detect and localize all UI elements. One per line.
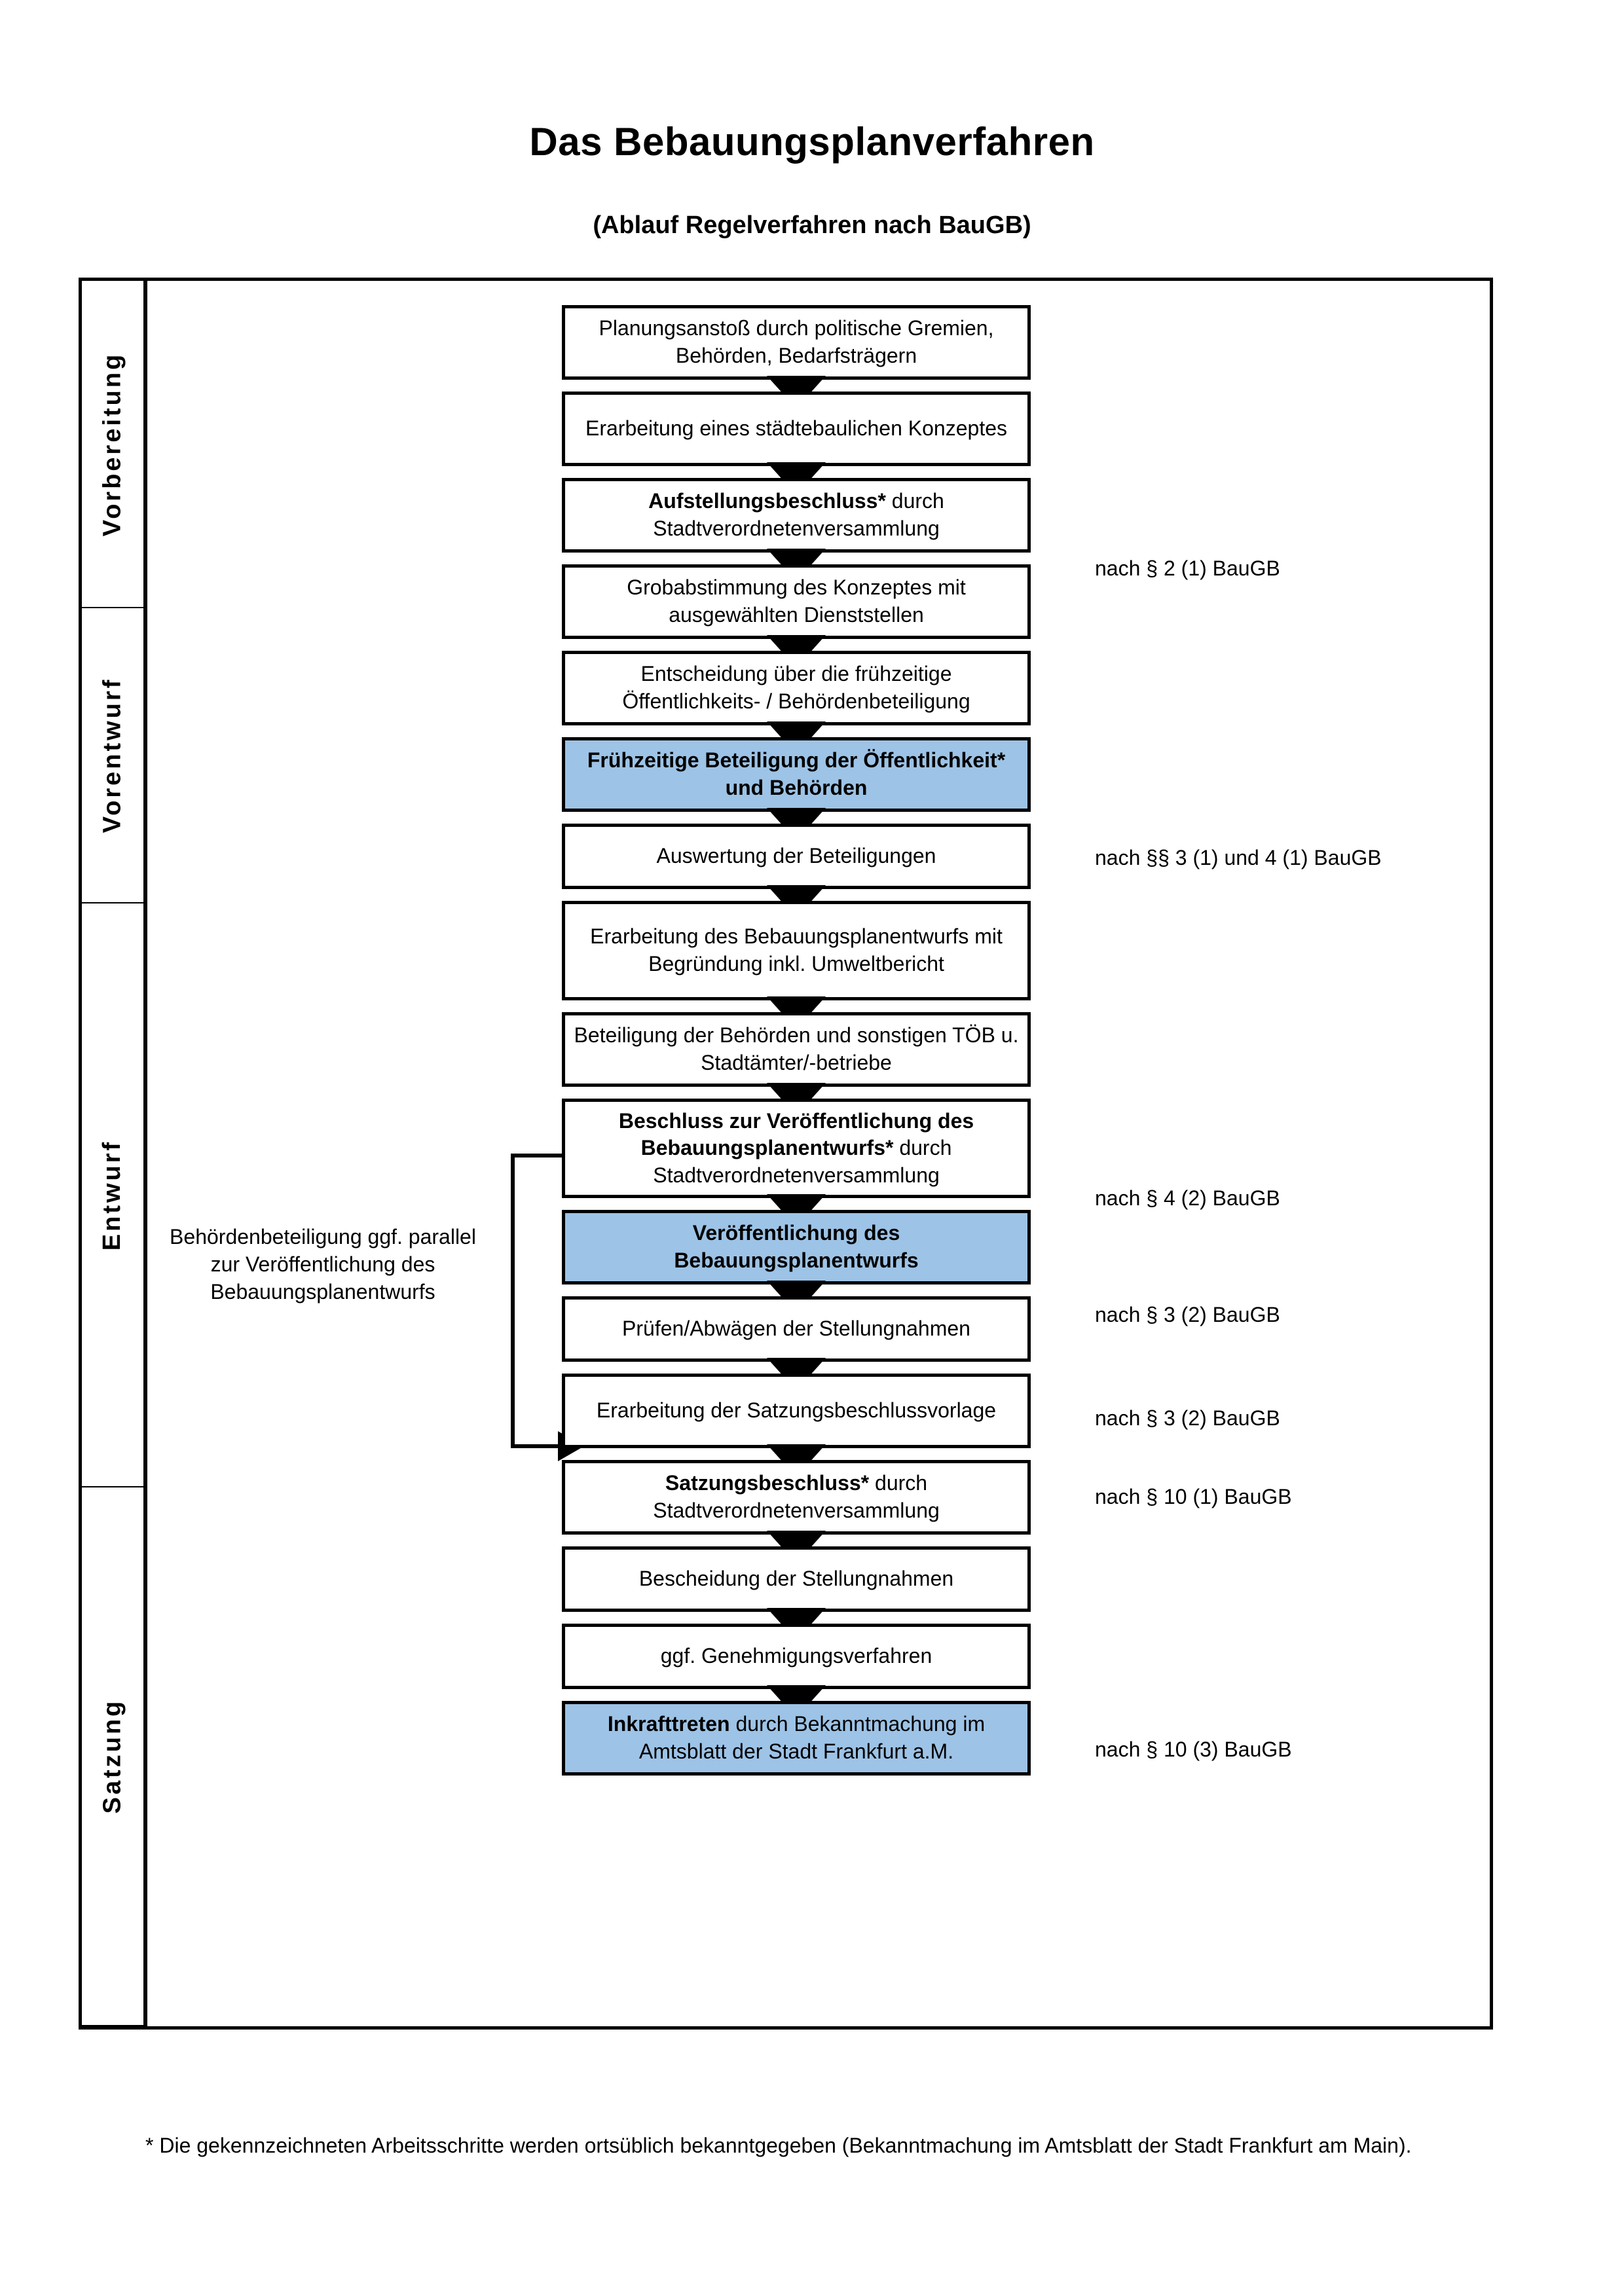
step-box-fruehzeitige-beteiligung[interactable]: Frühzeitige Beteiligung der Öffentlichke… [562, 737, 1031, 812]
step-text-bold: Frühzeitige Beteiligung der Öffentlichke… [587, 748, 1006, 799]
side-note-behoerdenbeteiligung: Behördenbeteiligung ggf. parallel zur Ve… [170, 1225, 476, 1304]
step-text-rest: durch Stadtverordnetenversammlung [653, 489, 944, 540]
phase-label-text: Satzung [98, 1698, 126, 1814]
feedback-connector-line [511, 1154, 567, 1448]
step-box-genehmigungsverfahren[interactable]: ggf. Genehmigungsverfahren [562, 1624, 1031, 1689]
step-text: Beteiligung der Behörden und sonstigen T… [574, 1023, 1019, 1074]
step-text: Erarbeitung des Bebauungsplanentwurfs mi… [590, 924, 1003, 975]
step-text-bold: Veröffentlichung des Bebauungsplanentwur… [674, 1221, 919, 1272]
step-box-aufstellungsbeschluss[interactable]: Aufstellungsbeschluss* durch Stadtverord… [562, 478, 1031, 553]
step-box-staedtebauliches-konzept[interactable]: Erarbeitung eines städtebaulichen Konzep… [562, 392, 1031, 466]
step-text: Entscheidung über die frühzeitige Öffent… [622, 662, 970, 713]
phase-label-text: Entwurf [98, 1139, 126, 1250]
step-text-bold: Satzungsbeschluss* [665, 1471, 870, 1495]
page-subtitle: (Ablauf Regelverfahren nach BauGB) [593, 211, 1031, 239]
step-box-bescheidung-stellungnahmen[interactable]: Bescheidung der Stellungnahmen [562, 1546, 1031, 1612]
phase-label-entwurf: Entwurf [82, 903, 143, 1487]
step-box-erarbeitung-bebauungsplanentwurf[interactable]: Erarbeitung des Bebauungsplanentwurfs mi… [562, 901, 1031, 1000]
law-ref-par3-2-b: nach § 3 (2) BauGB [1095, 1406, 1280, 1430]
phase-label-vorentwurf: Vorentwurf [82, 608, 143, 903]
step-text: ggf. Genehmigungsverfahren [660, 1644, 932, 1668]
step-text-rest: durch Stadtverordnetenversammlung [653, 1136, 952, 1187]
step-text-rest: durch Bekanntmachung im Amtsblatt der St… [638, 1712, 986, 1763]
step-text-bold: Beschluss zur Veröffentlichung des Bebau… [618, 1108, 974, 1160]
phase-label-text: Vorbereitung [98, 352, 126, 536]
page-title: Das Bebauungsplanverfahren [529, 120, 1095, 164]
step-box-beschluss-veroeffentlichung[interactable]: Beschluss zur Veröffentlichung des Bebau… [562, 1099, 1031, 1198]
step-box-pruefen-abwaegen[interactable]: Prüfen/Abwägen der Stellungnahmen [562, 1296, 1031, 1362]
step-box-entscheidung-fruehzeitige-beteiligung[interactable]: Entscheidung über die frühzeitige Öffent… [562, 651, 1031, 725]
step-text: Prüfen/Abwägen der Stellungnahmen [622, 1317, 970, 1341]
step-text: Grobabstimmung des Konzeptes mit ausgewä… [627, 575, 966, 627]
step-box-inkrafttreten[interactable]: Inkrafttreten durch Bekanntmachung im Am… [562, 1701, 1031, 1776]
step-box-veroeffentlichung-bebauungsplanentwurf[interactable]: Veröffentlichung des Bebauungsplanentwur… [562, 1210, 1031, 1285]
step-text: Aufstellungsbeschluss* durch Stadtverord… [572, 488, 1021, 542]
phase-label-satzung: Satzung [82, 1487, 143, 2026]
step-box-grobabstimmung[interactable]: Grobabstimmung des Konzeptes mit ausgewä… [562, 564, 1031, 639]
step-text-bold: Aufstellungsbeschluss* [648, 489, 886, 513]
step-box-beteiligung-behoerden-toeb[interactable]: Beteiligung der Behörden und sonstigen T… [562, 1012, 1031, 1087]
step-text: Planungsanstoß durch politische Gremien,… [599, 316, 994, 367]
step-text: Erarbeitung eines städtebaulichen Konzep… [585, 416, 1007, 441]
step-box-erarbeitung-satzungsbeschlussvorlage[interactable]: Erarbeitung der Satzungsbeschlussvorlage [562, 1374, 1031, 1448]
phase-label-text: Vorentwurf [98, 677, 126, 833]
step-text: Beschluss zur Veröffentlichung des Bebau… [572, 1108, 1021, 1190]
law-ref-par2-1: nach § 2 (1) BauGB [1095, 556, 1280, 580]
phase-label-divider [143, 278, 147, 2030]
footnote-text: * Die gekennzeichneten Arbeitsschritte w… [145, 2134, 1412, 2157]
step-text-rest: durch Stadtverordnetenversammlung [653, 1471, 940, 1522]
law-ref-par4-2: nach § 4 (2) BauGB [1095, 1186, 1280, 1210]
step-box-auswertung-beteiligungen[interactable]: Auswertung der Beteiligungen [562, 824, 1031, 889]
step-text: Auswertung der Beteiligungen [656, 844, 936, 868]
law-ref-par10-1: nach § 10 (1) BauGB [1095, 1485, 1292, 1508]
law-ref-par3-2-a: nach § 3 (2) BauGB [1095, 1303, 1280, 1326]
step-text: Erarbeitung der Satzungsbeschlussvorlage [596, 1398, 997, 1423]
step-text: Inkrafttreten durch Bekanntmachung im Am… [572, 1711, 1021, 1765]
step-text: Satzungsbeschluss* durch Stadtverordnete… [572, 1470, 1021, 1524]
step-text-bold: Inkrafttreten [607, 1712, 730, 1736]
law-ref-par3-1-4-1: nach §§ 3 (1) und 4 (1) BauGB [1095, 846, 1382, 869]
law-ref-par10-3: nach § 10 (3) BauGB [1095, 1738, 1292, 1761]
step-box-planungsanstoss[interactable]: Planungsanstoß durch politische Gremien,… [562, 305, 1031, 380]
step-text: Bescheidung der Stellungnahmen [638, 1567, 954, 1591]
phase-label-vorbereitung: Vorbereitung [82, 281, 143, 608]
step-box-satzungsbeschluss[interactable]: Satzungsbeschluss* durch Stadtverordnete… [562, 1460, 1031, 1535]
